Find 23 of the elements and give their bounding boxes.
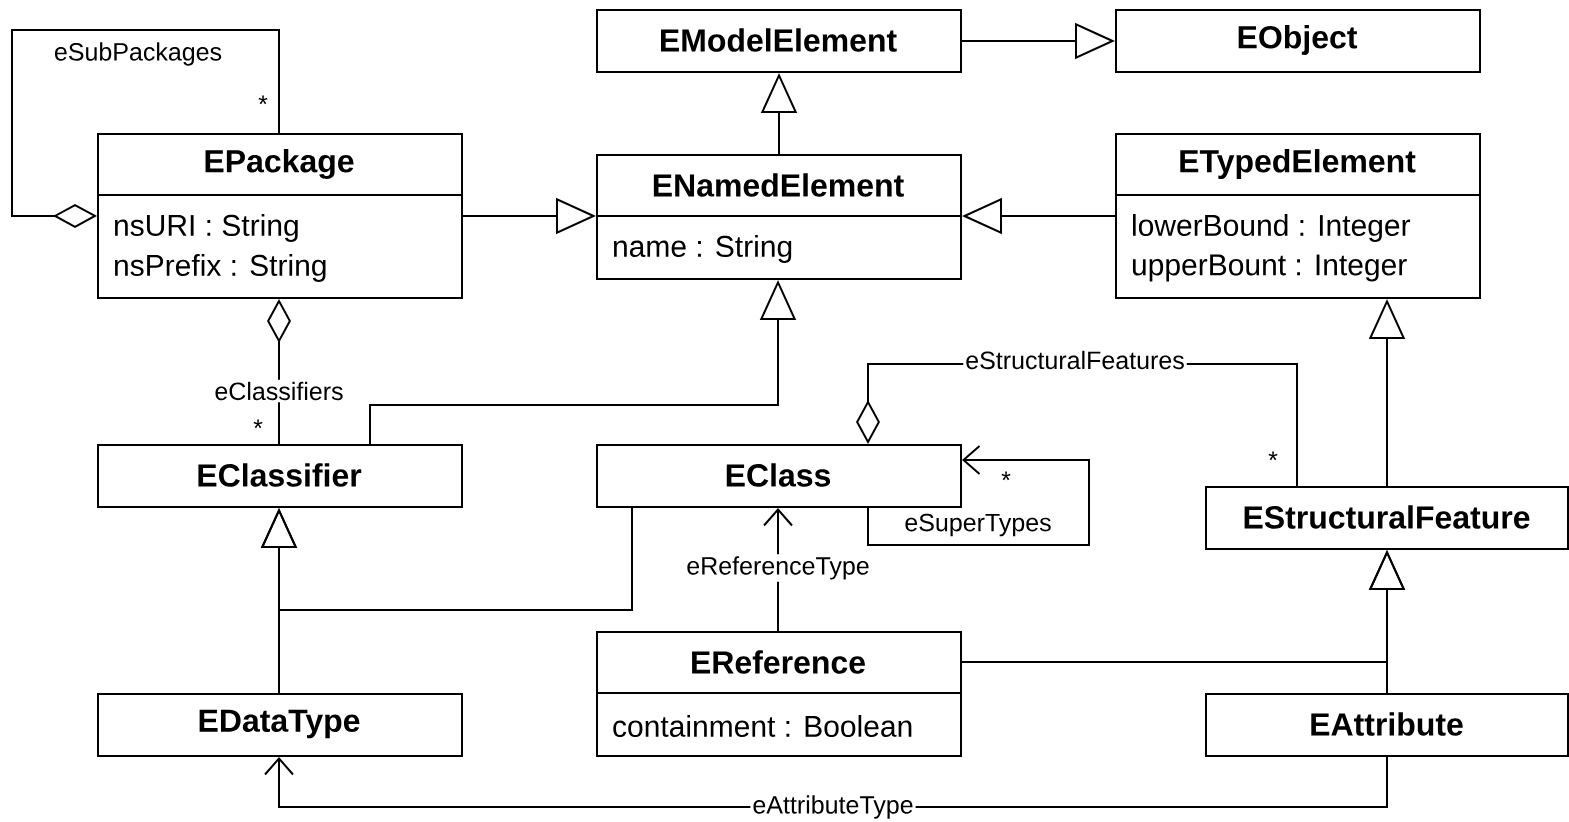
class-box: EStructuralFeature	[1205, 486, 1569, 550]
multiplicity-label: *	[1268, 451, 1278, 461]
multiplicity-label: *	[253, 419, 263, 429]
edge-label: eSuperTypes	[902, 511, 1054, 539]
class-box: EClassifier	[97, 444, 463, 508]
class-box: EPackage nsURI : String nsPrefix : String	[96, 133, 463, 299]
association-arrow	[867, 445, 1090, 546]
edge-label: eSubPackages	[51, 40, 225, 68]
class-box: EAttribute	[1205, 693, 1569, 757]
edge-label: eClassifiers	[212, 379, 346, 403]
multiplicity-label: *	[258, 95, 268, 105]
edge-label: eReferenceType	[684, 554, 872, 582]
edge-label: eStructuralFeatures	[963, 348, 1187, 372]
class-box: EObject	[1115, 9, 1481, 73]
class-box: ENamedElement name : String	[595, 154, 962, 280]
multiplicity-label: *	[1001, 471, 1011, 481]
class-box: EClass	[596, 444, 962, 508]
edge-label: eAttributeType	[750, 793, 916, 821]
class-box: EModelElement	[596, 9, 962, 73]
class-box: EReference containment : Boolean	[595, 631, 962, 757]
class-box: ETypedElement lowerBound : Integer upperBount : Integer	[1114, 133, 1481, 299]
aggregation-line	[11, 29, 280, 228]
class-box: EDataType	[97, 693, 463, 757]
